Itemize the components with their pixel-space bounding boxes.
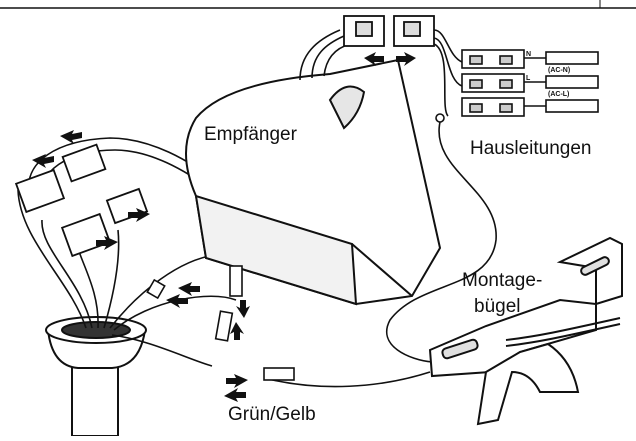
- arrow-icon: [96, 236, 118, 250]
- arrow-icon: [364, 52, 384, 66]
- terminal-tag-l: L: [526, 75, 531, 82]
- top-right-wires: [433, 29, 463, 117]
- terminal-screw: [499, 55, 513, 65]
- ground-label: Grün/Gelb: [228, 404, 316, 425]
- house-wire-ground: [545, 99, 599, 113]
- bracket-slot: [441, 338, 479, 360]
- bracket-wire: [505, 323, 621, 347]
- canopy-hole: [61, 321, 131, 339]
- fan-canopy: [45, 316, 147, 437]
- terminal-tag-n: N: [526, 51, 531, 58]
- terminal-block: [461, 49, 599, 117]
- mounting-bracket: [428, 236, 623, 426]
- ground-connector-c: [263, 367, 295, 381]
- receiver-unit: [185, 58, 442, 306]
- ground-clip: [146, 278, 166, 300]
- bracket-wire: [505, 317, 621, 341]
- ground-connector-b: [214, 310, 234, 342]
- terminal-screw: [499, 103, 513, 113]
- ground-arrows: [224, 300, 250, 402]
- ground-connectors: [146, 265, 295, 381]
- receiver-label: Empfänger: [204, 124, 298, 145]
- terminal-code-l: (AC-L): [548, 91, 569, 98]
- arrow-icon: [60, 130, 82, 144]
- house-wire-n: [545, 51, 599, 65]
- top-connector-1-pin: [355, 21, 373, 37]
- connector-1: [14, 168, 66, 214]
- connector-3: [60, 212, 112, 258]
- arrow-icon: [32, 154, 54, 168]
- top-connectors: [343, 15, 435, 47]
- bracket-slot: [580, 256, 610, 276]
- receiver-tab: [328, 85, 366, 130]
- bracket-label-line1: Montage-: [462, 270, 542, 291]
- arrow-icon: [166, 294, 188, 308]
- terminal-code-n: (AC-N): [548, 67, 570, 74]
- receiver-edge: [351, 243, 413, 297]
- bracket-label-line2: bügel: [474, 296, 521, 317]
- arrow-icon: [226, 374, 248, 388]
- arrow-icon: [230, 322, 244, 340]
- bracket-foot: [476, 342, 580, 426]
- house-wires-label: Hausleitungen: [470, 138, 591, 159]
- top-connector-2-pin: [403, 21, 421, 37]
- ground-connector-a: [229, 265, 243, 297]
- top-arrows: [364, 52, 416, 66]
- left-arrows: [32, 130, 200, 308]
- receiver-side: [194, 194, 358, 306]
- connector-2: [61, 143, 107, 183]
- arrow-icon: [396, 52, 416, 66]
- downrod: [71, 359, 119, 437]
- arrow-icon: [178, 282, 200, 296]
- ground-wire: [263, 113, 497, 388]
- arrow-icon: [236, 300, 250, 318]
- terminal-screw: [469, 55, 483, 65]
- arrow-icon: [224, 388, 246, 402]
- house-wire-l: [545, 75, 599, 89]
- arrow-icon: [128, 208, 150, 222]
- terminal-screw: [499, 79, 513, 89]
- terminal-screw: [469, 103, 483, 113]
- terminal-screw: [469, 79, 483, 89]
